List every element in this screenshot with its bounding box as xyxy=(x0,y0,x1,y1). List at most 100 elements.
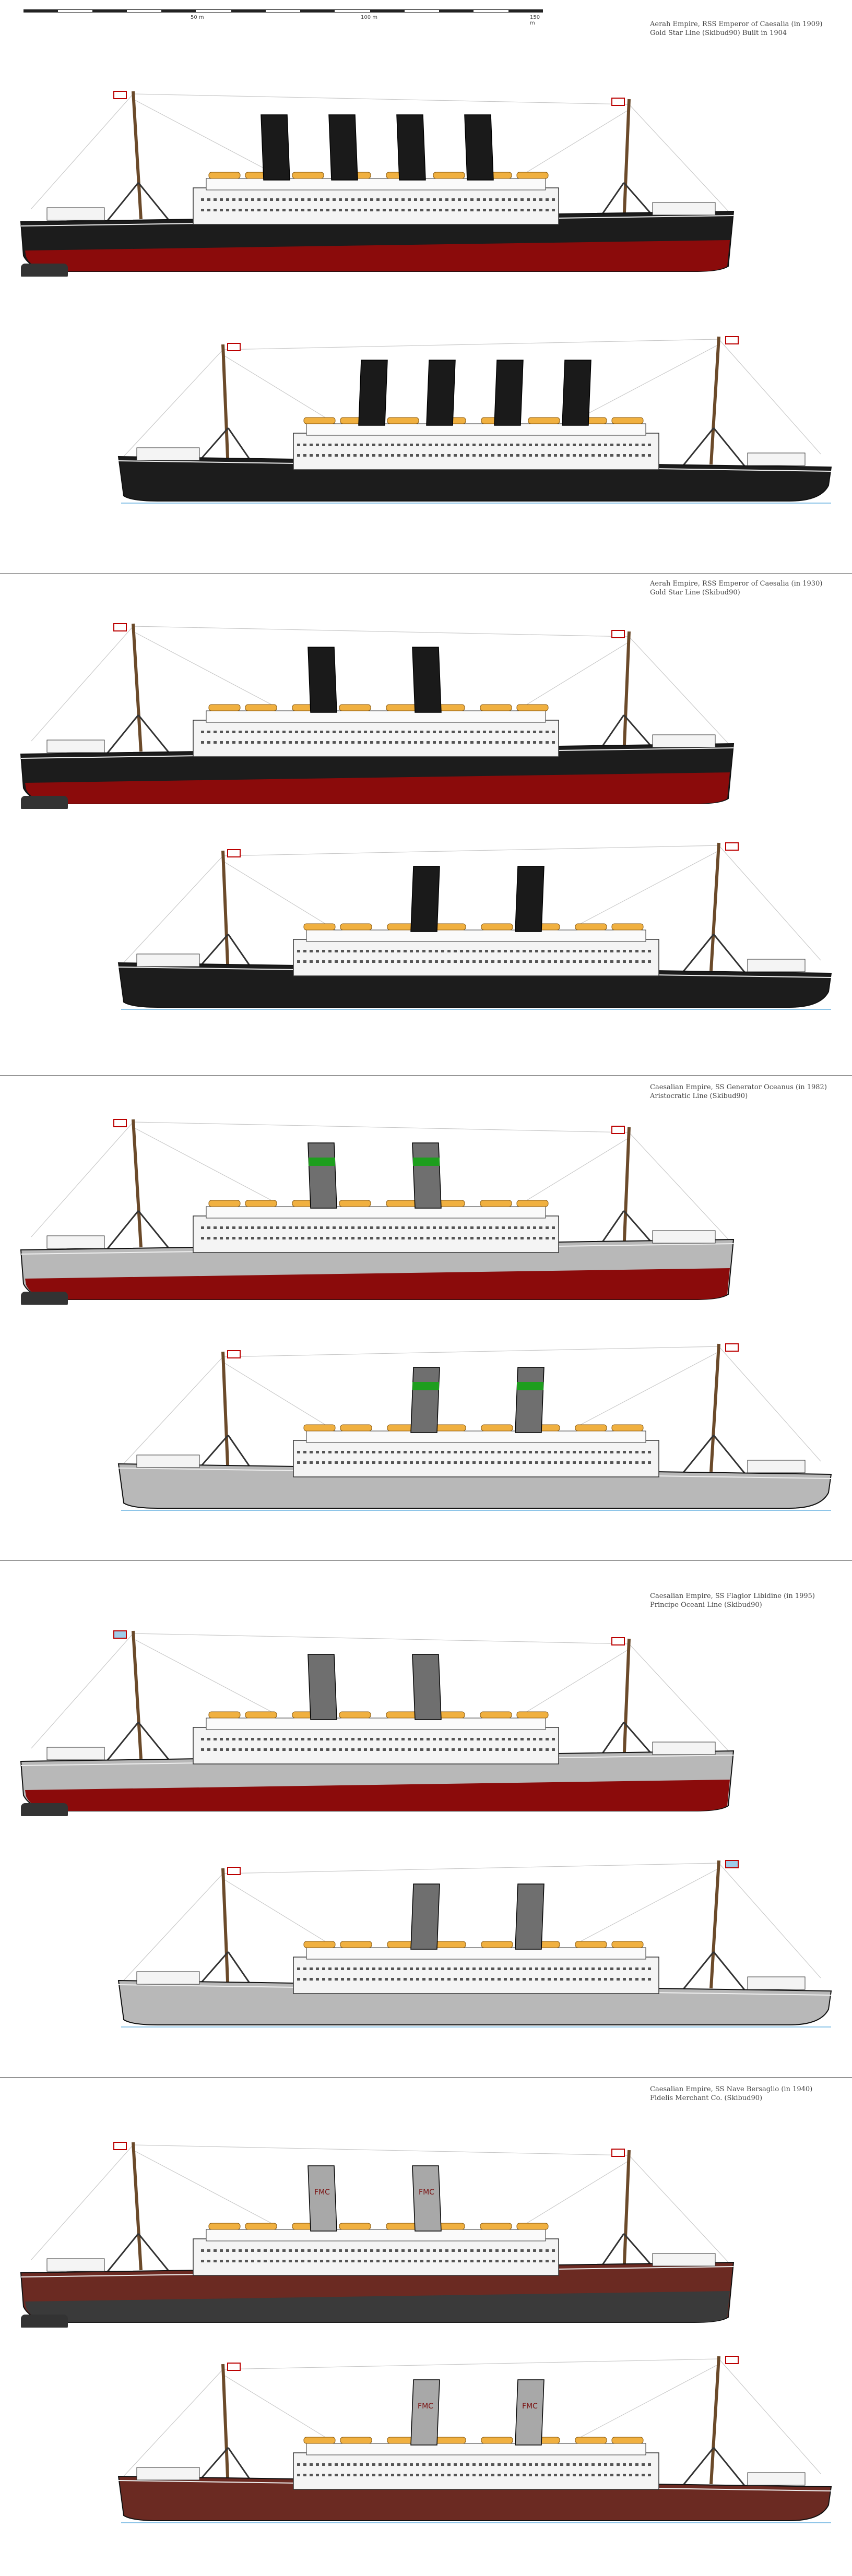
scale-bar-segment xyxy=(508,9,543,13)
poop-deckhouse xyxy=(747,1976,806,1990)
funnel xyxy=(307,1654,337,1720)
bow-flag-icon xyxy=(227,1867,241,1875)
svg-text:FMC: FMC xyxy=(418,2402,433,2411)
scale-bar-segment xyxy=(439,9,474,13)
ship-caption: Caesalian Empire, SS Flagior Libidine (i… xyxy=(650,1592,815,1609)
ship-caption: Aerah Empire, RSS Emperor of Caesalia (i… xyxy=(650,20,822,38)
bow-flag-icon xyxy=(227,1350,241,1358)
funnel xyxy=(412,1142,442,1209)
fore-mast xyxy=(709,842,720,971)
stern-flag-icon xyxy=(725,1860,739,1868)
funnel xyxy=(410,866,440,932)
derrick xyxy=(103,182,139,225)
caption-line-2: Gold Star Line (Skibud90) xyxy=(650,589,740,597)
derrick xyxy=(679,2447,715,2490)
superstructure xyxy=(293,1440,659,1477)
ship-profile-starboard xyxy=(0,600,852,809)
forecastle-deckhouse xyxy=(136,2467,200,2480)
derrick xyxy=(713,934,749,976)
funnel xyxy=(358,360,388,426)
funnel: FMC xyxy=(515,2379,545,2446)
superstructure xyxy=(293,939,659,976)
portholes xyxy=(201,1226,555,1239)
fore-mast xyxy=(709,336,720,465)
svg-text:FMC: FMC xyxy=(314,2188,330,2197)
fore-mast xyxy=(132,1119,143,1248)
forecastle-deckhouse xyxy=(136,1454,200,1468)
rigging xyxy=(121,1346,821,1467)
main-mast xyxy=(622,631,631,757)
funnel xyxy=(562,360,591,426)
funnel xyxy=(410,1367,440,1433)
lower-hull xyxy=(25,2291,730,2322)
superstructure xyxy=(193,2238,559,2276)
ship-profile-starboard xyxy=(0,1096,852,1305)
rigging xyxy=(31,626,731,747)
derrick xyxy=(679,427,715,470)
derrick xyxy=(713,1951,749,1994)
bow-flag-icon xyxy=(611,1126,625,1134)
lifeboats xyxy=(303,1424,644,1432)
stern-flag-icon xyxy=(113,2142,127,2150)
scale-bar-segment xyxy=(23,9,58,13)
scale-bar: 50 m 100 m 150 m xyxy=(23,7,543,26)
scale-bar-segment xyxy=(161,9,196,13)
main-mast xyxy=(622,2150,631,2276)
poop-deckhouse xyxy=(46,1235,105,1249)
caption-line-1: Caesalian Empire, SS Flagior Libidine (i… xyxy=(650,1592,815,1600)
rudder-propeller xyxy=(21,796,68,809)
ship-profile-port: FMC FMC xyxy=(0,2333,852,2542)
fore-mast xyxy=(709,1343,720,1472)
ship-profile-port xyxy=(0,313,852,522)
main-mast xyxy=(221,850,230,976)
bow-flag-icon xyxy=(611,1637,625,1645)
svg-text:FMC: FMC xyxy=(522,2402,538,2411)
upper-deck xyxy=(206,2229,546,2241)
derrick xyxy=(679,1951,715,1994)
forecastle-deckhouse xyxy=(136,953,200,967)
funnel xyxy=(464,114,494,181)
funnel xyxy=(307,647,337,713)
lower-hull xyxy=(25,1780,730,1811)
derrick xyxy=(103,714,139,757)
stern-flag-icon xyxy=(725,1343,739,1352)
main-mast xyxy=(221,1868,230,1994)
poop-deckhouse xyxy=(46,207,105,221)
rudder-propeller xyxy=(21,264,68,277)
scale-label-100: 100 m xyxy=(361,15,378,20)
caption-line-2: Principe Oceani Line (Skibud90) xyxy=(650,1601,762,1609)
rigging xyxy=(121,2358,821,2479)
stern-flag-icon xyxy=(725,336,739,344)
derrick xyxy=(137,2233,173,2276)
lifeboats xyxy=(208,2223,549,2230)
ship-profile-starboard xyxy=(0,1607,852,1816)
caption-line-2: Gold Star Line (Skibud90) Built in 1904 xyxy=(650,29,787,37)
derrick xyxy=(137,1210,173,1253)
portholes xyxy=(201,198,555,211)
funnel xyxy=(515,1367,545,1433)
derrick xyxy=(137,714,173,757)
scale-bar-segment xyxy=(300,9,335,13)
stern-flag-icon xyxy=(113,91,127,99)
derrick xyxy=(103,2233,139,2276)
derrick xyxy=(103,1722,139,1764)
stern-flag-icon xyxy=(725,842,739,851)
forecastle-deckhouse xyxy=(136,447,200,461)
poop-deckhouse xyxy=(747,452,806,466)
funnel xyxy=(515,1883,545,1950)
derrick xyxy=(137,1722,173,1764)
fore-mast xyxy=(709,1860,720,1989)
fore-mast xyxy=(132,623,143,752)
scale-label-50: 50 m xyxy=(191,15,204,20)
lifeboats xyxy=(303,417,644,424)
derrick xyxy=(713,1435,749,1477)
caption-line-2: Aristocratic Line (Skibud90) xyxy=(650,1092,748,1100)
bow-flag-icon xyxy=(227,343,241,351)
funnel xyxy=(410,1883,440,1950)
upper-deck xyxy=(206,1718,546,1730)
poop-deckhouse xyxy=(46,2258,105,2272)
superstructure xyxy=(293,2452,659,2490)
bow-flag-icon xyxy=(611,630,625,638)
poop-deckhouse xyxy=(46,740,105,753)
ship-caption: Caesalian Empire, SS Nave Bersaglio (in … xyxy=(650,2085,812,2103)
